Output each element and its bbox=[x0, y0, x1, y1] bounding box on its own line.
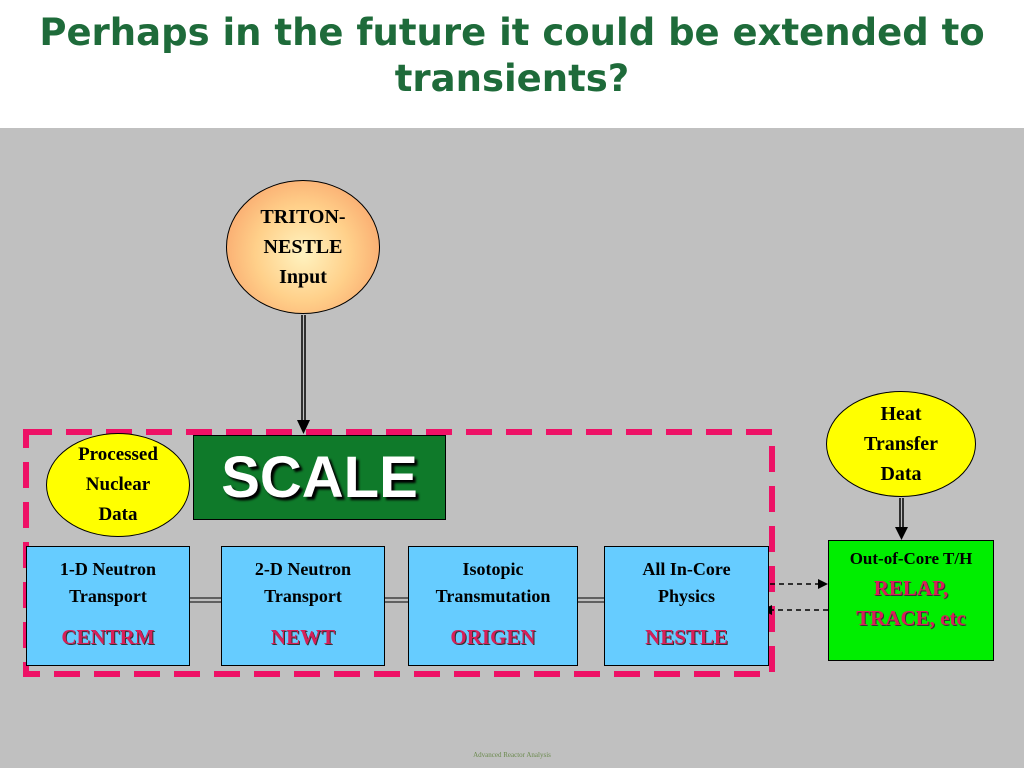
module-3-line-1: Isotopic bbox=[462, 559, 524, 579]
out-of-core-heading: Out-of-Core T/H bbox=[849, 549, 973, 568]
out-of-core-code-2: TRACE, etc bbox=[856, 606, 966, 630]
heat-to-out-of-core-arrow bbox=[895, 498, 908, 540]
module-4-line-1: All In-Core bbox=[642, 559, 731, 579]
module-link-3-4 bbox=[578, 597, 604, 603]
triton-nestle-input-node: TRITON- NESTLE Input bbox=[226, 180, 380, 314]
module-isotopic-transmutation: Isotopic Transmutation ORIGEN bbox=[408, 546, 578, 666]
module-2-line-2: Transport bbox=[264, 586, 342, 606]
out-of-core-code-1: RELAP, bbox=[873, 576, 949, 600]
input-line-1: TRITON- bbox=[260, 206, 346, 228]
module-1-line-1: 1-D Neutron bbox=[59, 559, 157, 579]
module-4-code: NESTLE bbox=[645, 625, 728, 649]
module-link-1-2 bbox=[190, 597, 221, 603]
module-1-code: CENTRM bbox=[61, 625, 155, 649]
nuclear-line-1: Processed bbox=[78, 444, 158, 465]
module-2-line-1: 2-D Neutron bbox=[254, 559, 352, 579]
module-4-line-2: Physics bbox=[657, 586, 715, 606]
module-2d-neutron-transport: 2-D Neutron Transport NEWT bbox=[221, 546, 385, 666]
heat-transfer-data-node: Heat Transfer Data bbox=[826, 391, 976, 497]
module-all-in-core-physics: All In-Core Physics NESTLE bbox=[604, 546, 769, 666]
input-to-scale-arrow bbox=[297, 315, 310, 434]
module-1d-neutron-transport: 1-D Neutron Transport CENTRM bbox=[26, 546, 190, 666]
nuclear-line-2: Nuclear bbox=[85, 474, 151, 495]
heat-line-3: Data bbox=[880, 463, 922, 485]
input-line-2: NESTLE bbox=[263, 236, 343, 258]
scale-box: SCALE bbox=[193, 435, 446, 520]
module-3-line-2: Transmutation bbox=[435, 586, 551, 606]
input-line-3: Input bbox=[279, 266, 327, 288]
scale-label: SCALE bbox=[221, 445, 418, 510]
module-3-code: ORIGEN bbox=[450, 625, 536, 649]
slide-title: Perhaps in the future it could be extend… bbox=[39, 11, 985, 100]
module-2-code: NEWT bbox=[270, 625, 336, 649]
heat-line-1: Heat bbox=[880, 403, 922, 425]
slide-header: Perhaps in the future it could be extend… bbox=[0, 0, 1024, 128]
module-link-2-3 bbox=[385, 597, 408, 603]
out-of-core-th-box: Out-of-Core T/H RELAP, TRACE, etc bbox=[828, 540, 994, 661]
processed-nuclear-data-node: Processed Nuclear Data bbox=[46, 433, 190, 537]
out-of-core-codes: RELAP, TRACE, etc bbox=[829, 573, 993, 633]
module-1-line-2: Transport bbox=[69, 586, 147, 606]
heat-line-2: Transfer bbox=[863, 433, 939, 455]
slide-footer: Advanced Reactor Analysis bbox=[473, 751, 551, 759]
nuclear-line-3: Data bbox=[98, 504, 138, 525]
